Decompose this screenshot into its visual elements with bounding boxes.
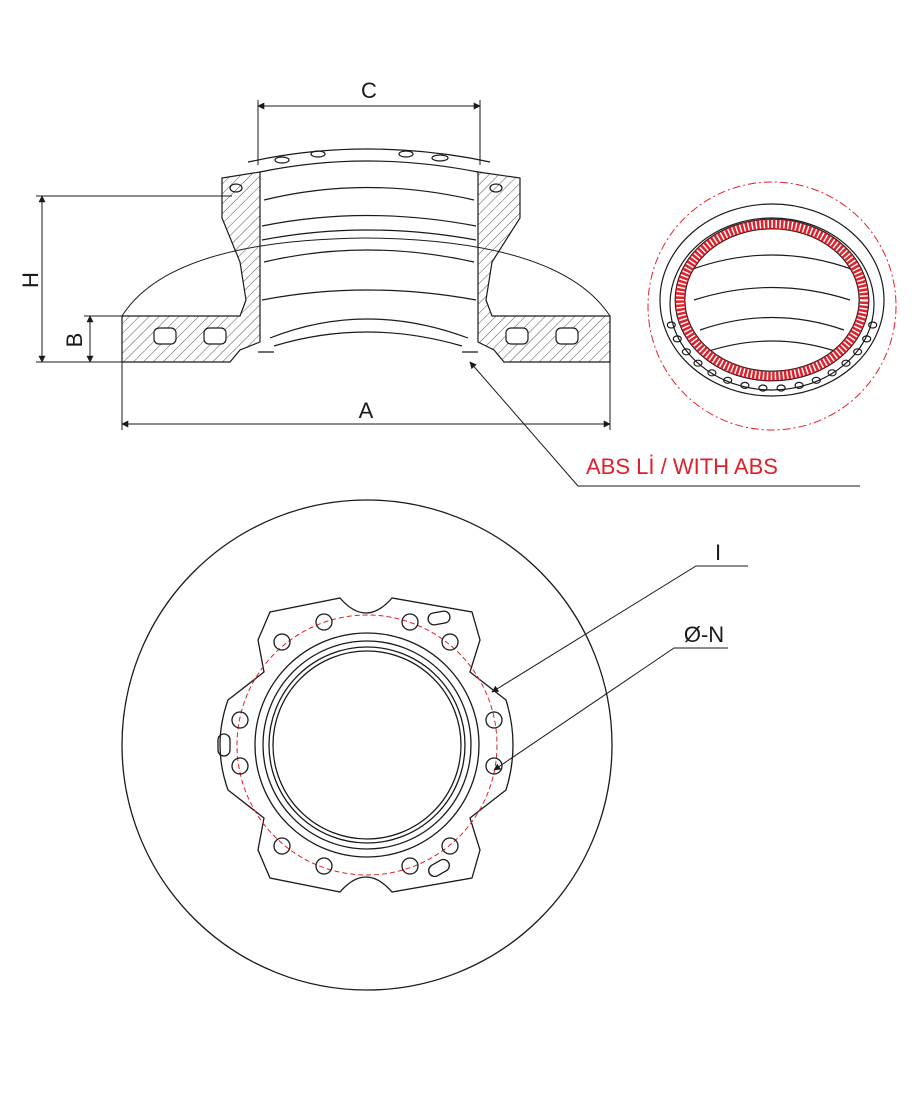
abs-label: ABS Lİ / WITH ABS (586, 454, 778, 479)
bolt-hole (401, 613, 419, 631)
dim-b-label: B (62, 333, 87, 348)
rim-hole (841, 359, 851, 367)
bolt-hole (315, 613, 333, 631)
bolt-hole (441, 633, 459, 651)
rim-hole (776, 384, 786, 392)
disc-outer-edge (121, 499, 613, 991)
rim-hole (811, 376, 821, 384)
bolt-holes (231, 613, 503, 875)
rim-hole (852, 348, 863, 356)
dim-h-label: H (18, 272, 43, 288)
slot-hole (428, 858, 450, 878)
label-n: Ø-N (684, 622, 724, 647)
rim-hole (758, 384, 768, 392)
bolt-hole (485, 711, 503, 729)
rim-hole (827, 369, 837, 377)
dimension-lines (36, 100, 860, 487)
rim-hole (707, 369, 717, 377)
abs-tone-ring (675, 219, 869, 381)
rim-hole (681, 348, 692, 356)
bolt-pitch-circle (236, 614, 498, 876)
slot-hole (217, 733, 231, 757)
bolt-hole (401, 857, 419, 875)
bolt-hole (231, 711, 249, 729)
rim-hole (794, 381, 804, 389)
bolt-hole (485, 757, 503, 775)
dim-a-label: A (359, 398, 374, 423)
slot-hole (427, 610, 451, 626)
rim-hole (740, 381, 750, 389)
plan-view (121, 499, 748, 991)
rim-hole (672, 335, 682, 343)
bolt-hole (273, 837, 291, 855)
abs-detail-view (647, 181, 897, 431)
rim-hole (666, 321, 676, 329)
rim-hole (862, 335, 872, 343)
dim-c-label: C (361, 78, 377, 103)
rim-hole (723, 376, 733, 384)
rim-hole (693, 359, 703, 367)
cross-section-view (121, 148, 611, 363)
label-i: I (715, 540, 721, 565)
bolt-hole (315, 857, 333, 875)
bolt-hole (273, 633, 291, 651)
bolt-hole (441, 837, 459, 855)
bolt-hole (231, 757, 249, 775)
rim-hole (868, 321, 878, 329)
